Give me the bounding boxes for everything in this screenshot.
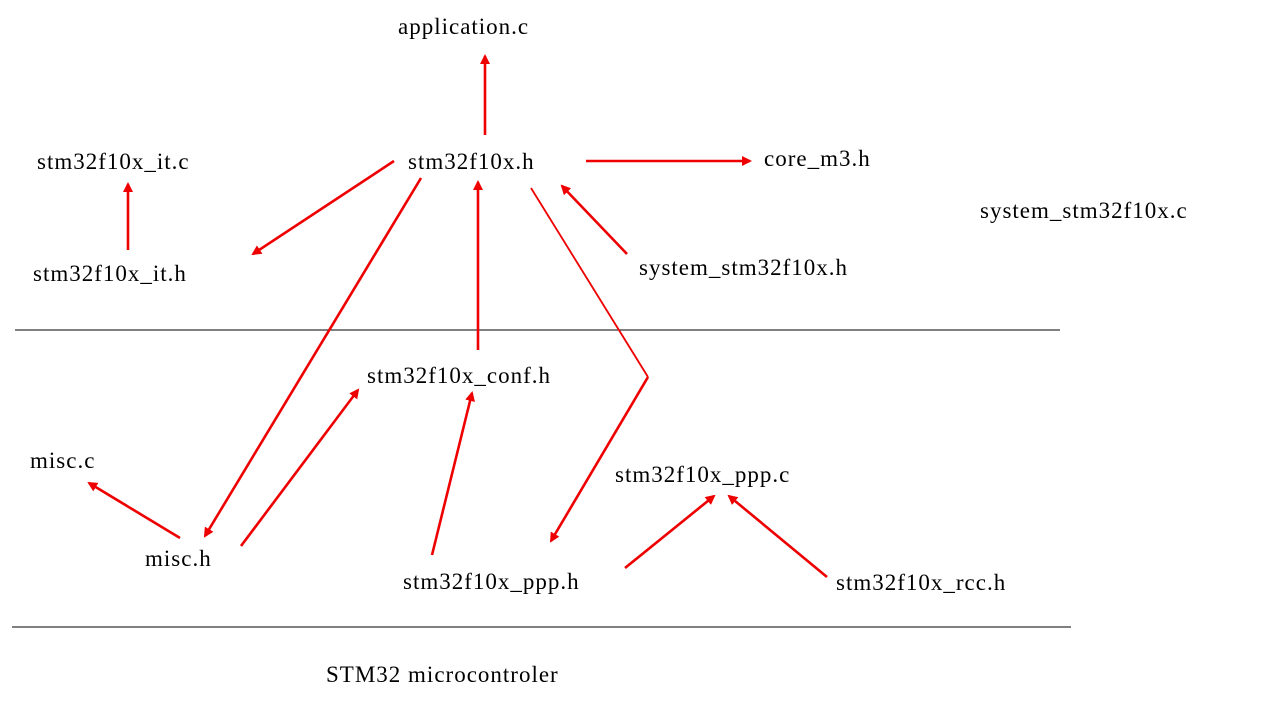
edge-stm32f10x-ppp-h-to-stm32f10x-ppp-c xyxy=(624,494,716,570)
node-core-m3-h: core_m3.h xyxy=(764,146,871,171)
nodes: application.c stm32f10x_it.c stm32f10x.h… xyxy=(30,14,1188,595)
edge-misc-h-to-misc-c xyxy=(87,481,181,540)
edge-stm32f10x-h-to-misc-h xyxy=(203,177,423,538)
node-stm32f10x-rcc-h: stm32f10x_rcc.h xyxy=(836,570,1006,595)
edge-stm32f10x-rcc-h-to-stm32f10x-ppp-c xyxy=(727,494,828,579)
footer-label: STM32 microcontroler xyxy=(326,662,559,687)
node-stm32f10x-h: stm32f10x.h xyxy=(408,149,535,174)
node-stm32f10x-ppp-c: stm32f10x_ppp.c xyxy=(615,462,790,487)
edge-stm32f10x-h-to-stm32f10x-it-h xyxy=(251,159,395,256)
node-stm32f10x-it-h: stm32f10x_it.h xyxy=(33,261,187,286)
node-misc-c: misc.c xyxy=(30,448,95,473)
edges xyxy=(87,54,828,579)
node-stm32f10x-conf-h: stm32f10x_conf.h xyxy=(367,363,551,388)
edge-misc-h-to-stm32f10x-conf-h xyxy=(239,388,360,547)
edge-stm32f10x-ppp-h-to-stm32f10x-conf-h xyxy=(430,391,475,556)
node-stm32f10x-ppp-h: stm32f10x_ppp.h xyxy=(403,569,580,594)
edge-stm32f10x-h-to-stm32f10x-ppp-h-lower xyxy=(549,376,650,543)
node-misc-h: misc.h xyxy=(145,546,212,571)
node-stm32f10x-it-c: stm32f10x_it.c xyxy=(37,149,190,174)
node-system-stm32f10x-h: system_stm32f10x.h xyxy=(639,255,848,280)
node-system-stm32f10x-c: system_stm32f10x.c xyxy=(980,198,1188,223)
edge-stm32f10x-h-to-stm32f10x-ppp-h-upper xyxy=(530,187,649,378)
node-application-c: application.c xyxy=(398,14,529,39)
edge-system-stm32f10x-h-to-stm32f10x-h xyxy=(560,184,628,255)
